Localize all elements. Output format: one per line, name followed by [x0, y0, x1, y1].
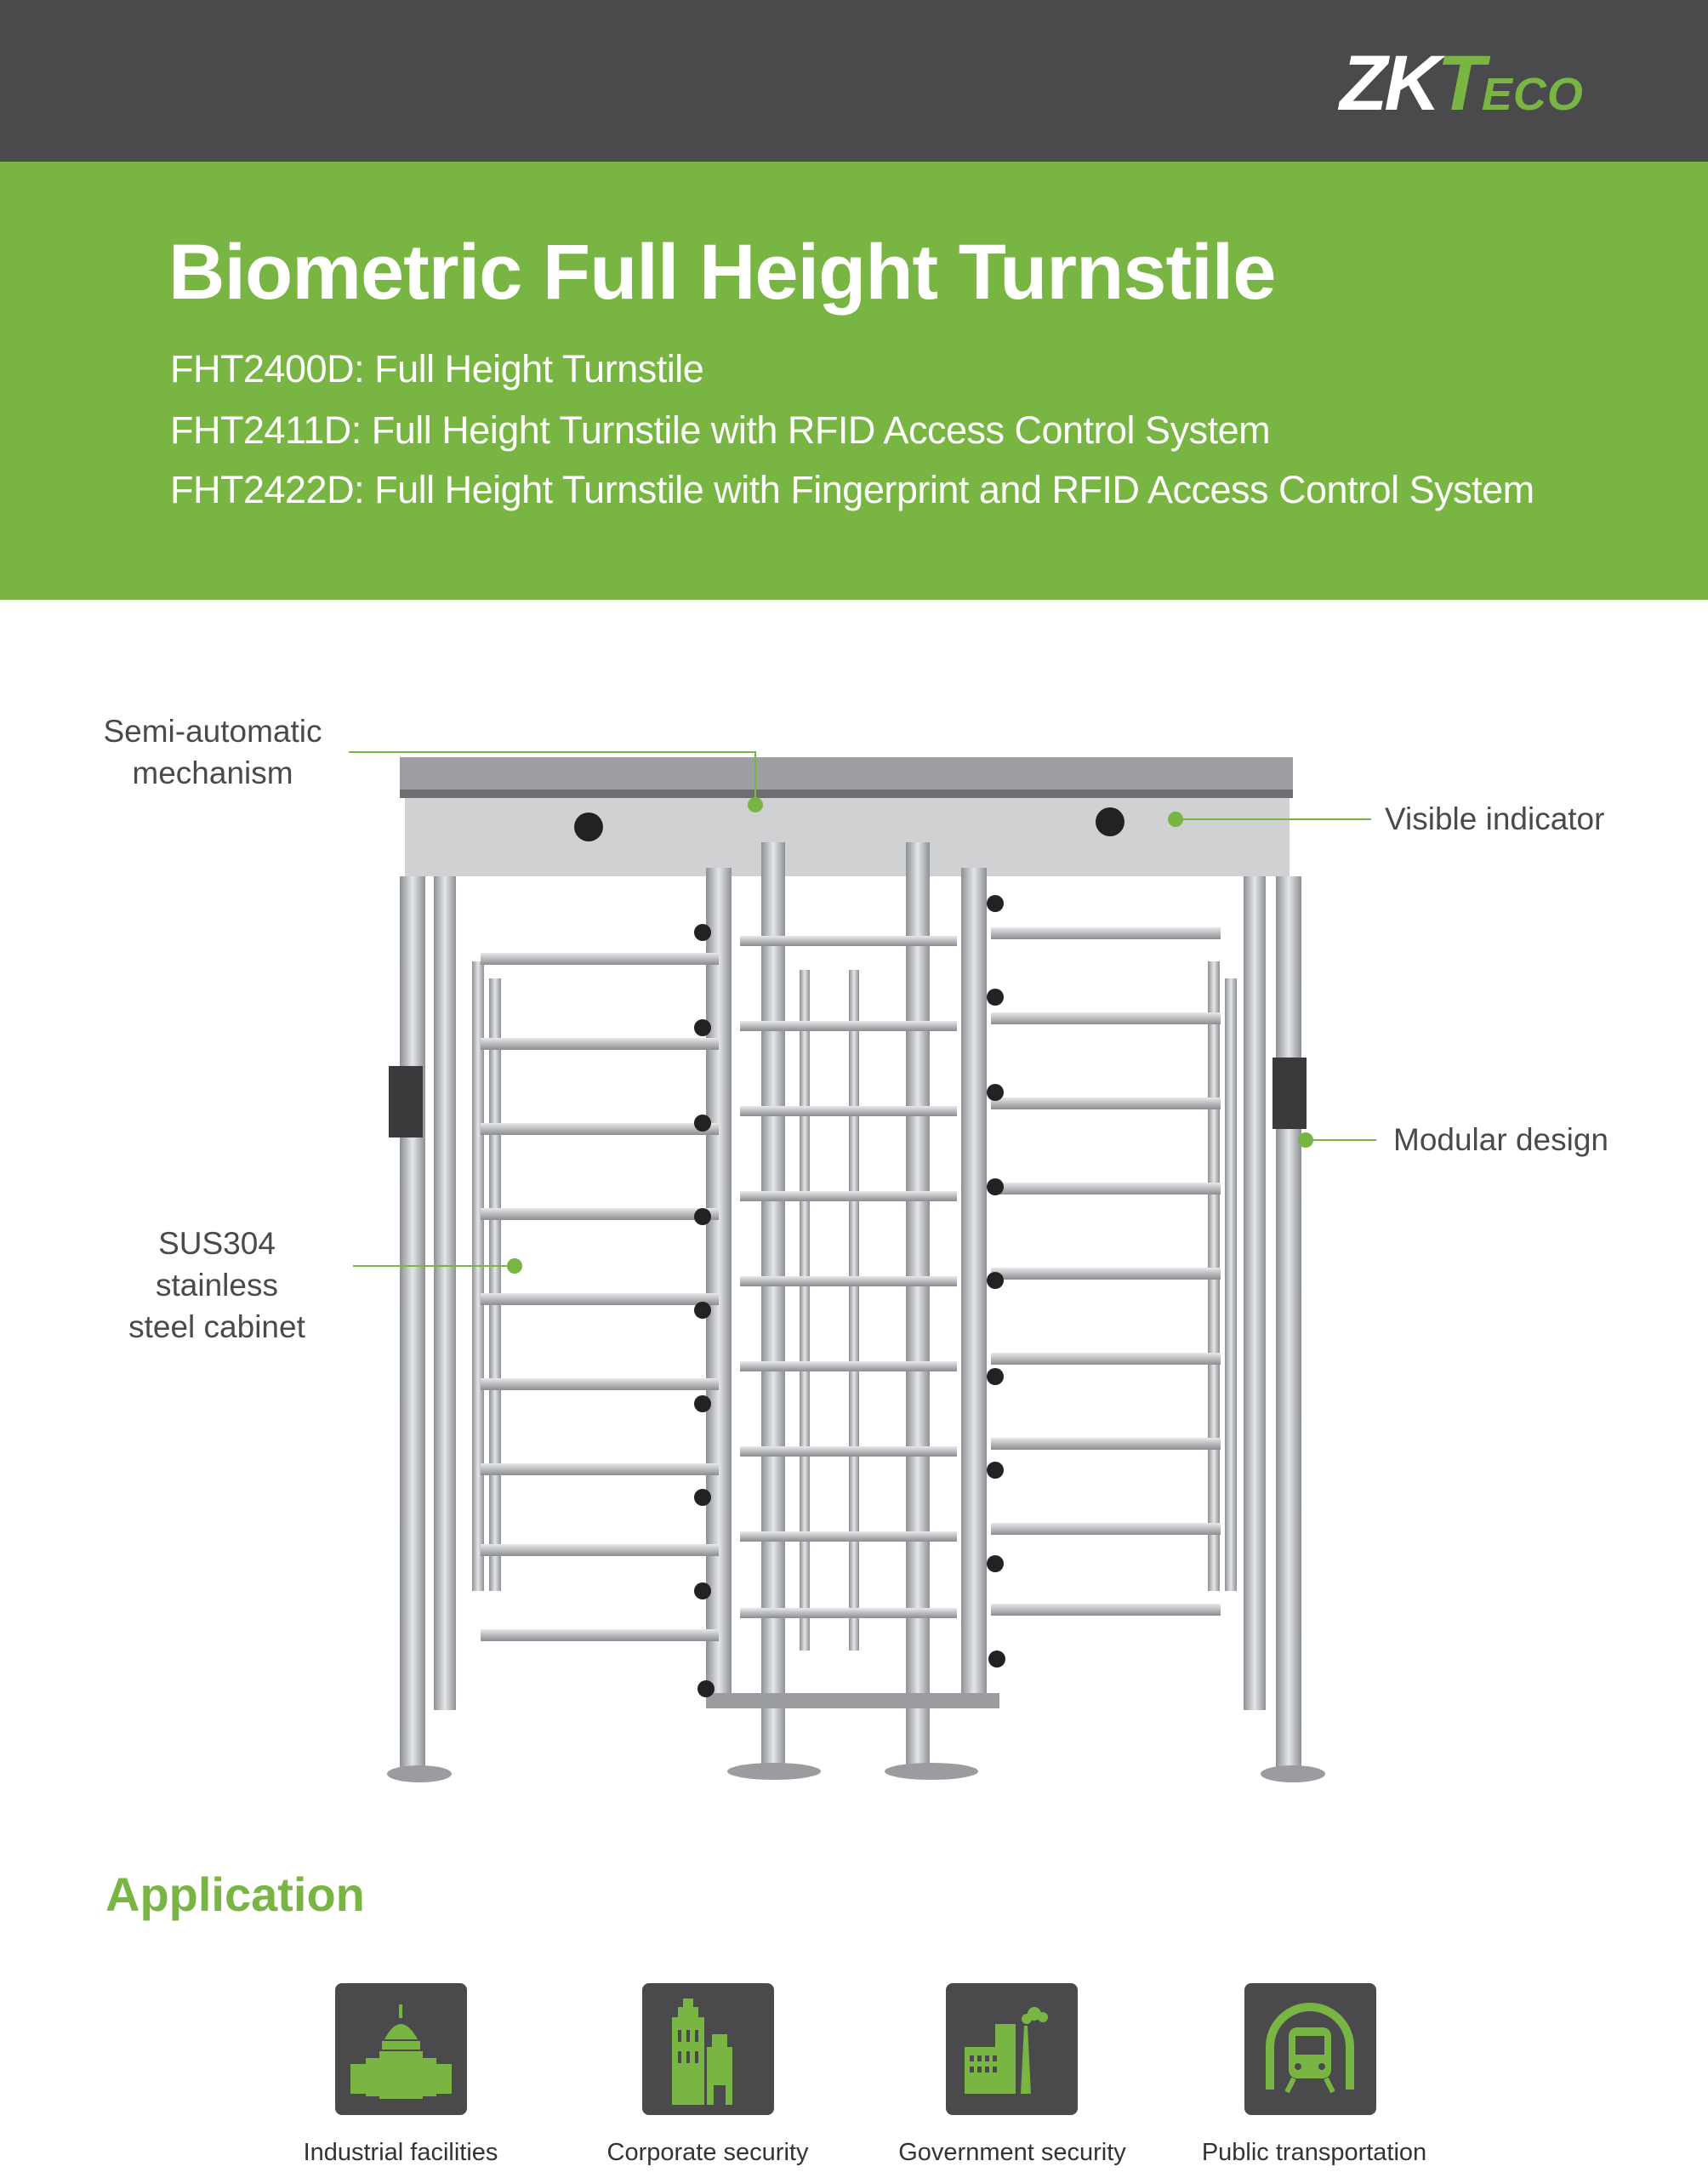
callout-cabinet: SUS304 stainless steel cabinet [102, 1223, 332, 1348]
application-label: Government security [898, 2139, 1126, 2166]
model-line: FHT2400D: Full Height Turnstile [170, 347, 704, 391]
logo-eco: eco [1481, 69, 1584, 120]
logo-zk: ZK [1340, 40, 1441, 127]
callout-semi-automatic: Semi-automatic mechanism [102, 710, 323, 794]
model-line: FHT2422D: Full Height Turnstile with Fin… [170, 468, 1534, 511]
application-label: Industrial facilities [303, 2139, 498, 2166]
application-label: Corporate security [606, 2139, 809, 2166]
train-tunnel-icon [1244, 1983, 1376, 2115]
application-label: Public transportation [1201, 2139, 1427, 2166]
callout-visible-indicator: Visible indicator [1385, 801, 1605, 836]
model-line: FHT2411D: Full Height Turnstile with RFI… [170, 408, 1271, 452]
turnstile-illustration [349, 751, 1376, 1782]
rfid-reader-icon [389, 1066, 423, 1137]
callout-text: steel cabinet [128, 1309, 305, 1344]
page-title: Biometric Full Height Turnstile [168, 229, 1276, 316]
indicator-light-icon [1096, 807, 1124, 836]
logo-t: T [1437, 40, 1485, 127]
capitol-building-icon [335, 1983, 467, 2115]
callout-text: mechanism [132, 755, 293, 790]
callout-text: Semi-automatic [103, 714, 322, 749]
application-heading: Application [105, 1867, 365, 1921]
office-buildings-icon [642, 1983, 774, 2115]
zkteco-logo: ZKTeco [1340, 44, 1584, 123]
factory-icon [946, 1983, 1078, 2115]
callout-modular-design: Modular design [1393, 1122, 1608, 1157]
callout-text: SUS304 stainless [156, 1226, 278, 1303]
hero-band [0, 162, 1708, 600]
header-bar: ZKTeco [0, 0, 1708, 162]
rfid-reader-icon [1272, 1058, 1307, 1129]
indicator-light-icon [574, 812, 603, 841]
